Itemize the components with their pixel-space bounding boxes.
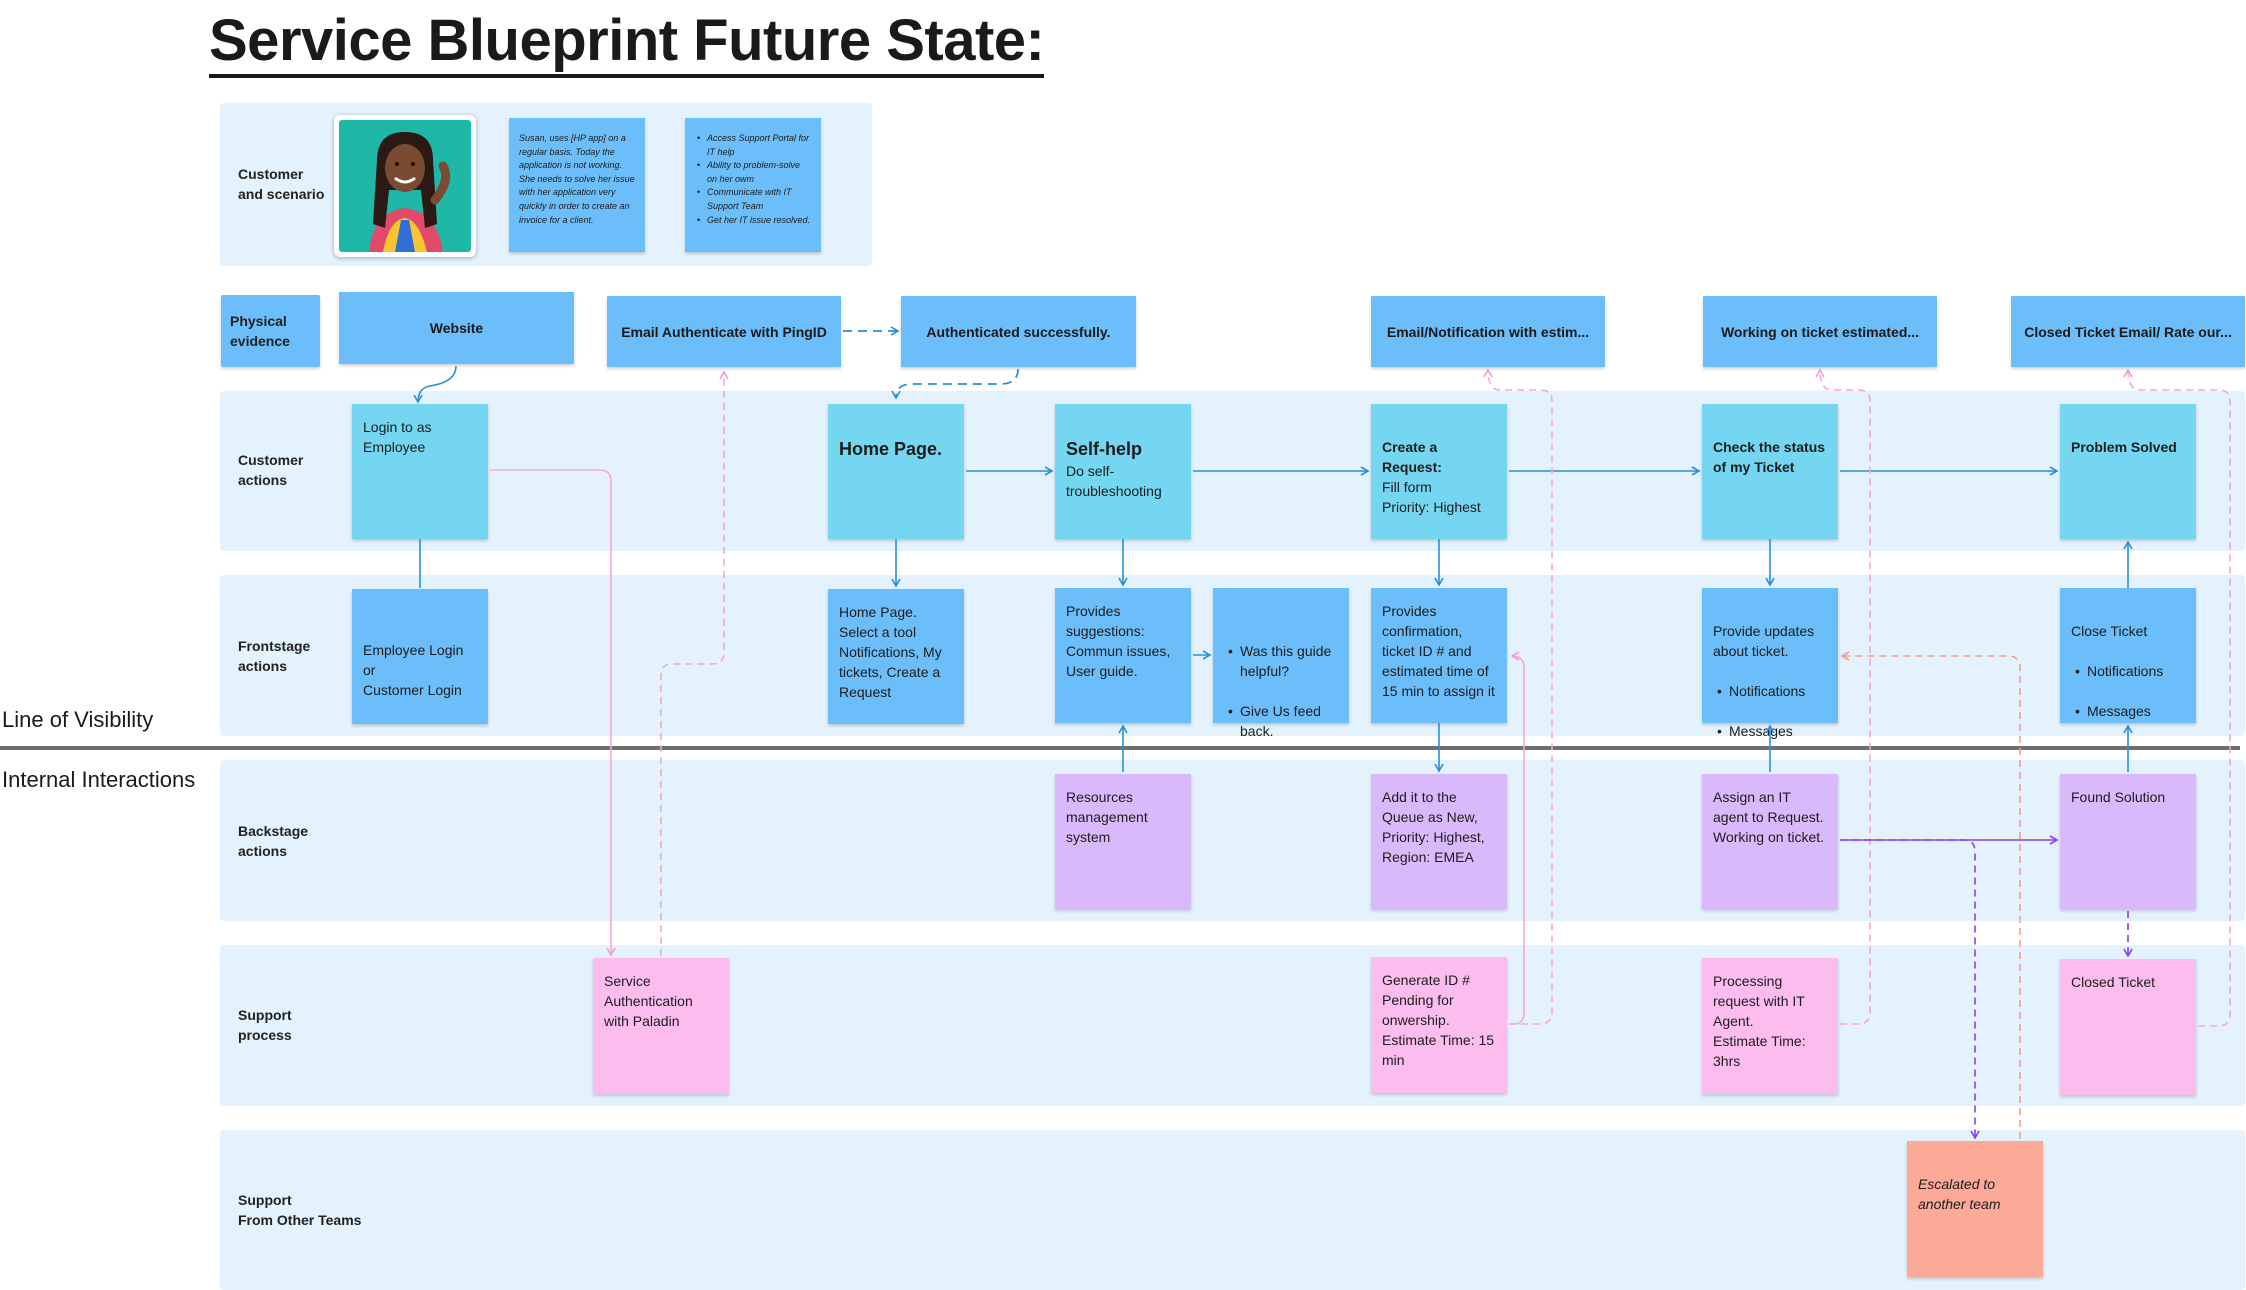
close-item: Notifications <box>2071 661 2185 681</box>
evidence-website: Website <box>339 292 574 364</box>
line-of-visibility-label: Line of Visibility <box>2 707 154 732</box>
evidence-email-auth: Email Authenticate with PingID <box>607 296 841 367</box>
evidence-closed-email: Closed Ticket Email/ Rate our... <box>2011 296 2245 367</box>
frontstage-updates-head: Provide updates about ticket. <box>1713 623 1815 659</box>
backstage-found-solution: Found Solution <box>2060 774 2196 909</box>
lane-label-customer-actions: Customer actions <box>238 452 304 488</box>
lane-label-other-teams: Support From Other Teams <box>238 1192 362 1228</box>
backstage-queue: Add it to the Queue as New, Priority: Hi… <box>1371 774 1507 909</box>
goal-item: Access Support Portal for IT help <box>695 132 811 159</box>
action-home-page: Home Page. <box>828 404 964 539</box>
action-create-request: Create a Request: Fill form Priority: Hig… <box>1371 404 1507 539</box>
update-item: Messages <box>1713 721 1827 741</box>
frontstage-guide-feedback: Was this guide helpful? Give Us feed bac… <box>1213 588 1349 739</box>
update-item: Notifications <box>1713 681 1827 701</box>
frontstage-close-head: Close Ticket <box>2071 623 2148 639</box>
guide-item: Was this guide helpful? <box>1224 641 1338 681</box>
action-self-help: Self-help Do self- troubleshooting <box>1055 404 1191 539</box>
frontstage-login: Employee Login or Customer Login <box>352 589 488 724</box>
scenario-story-text: Susan, uses [HP app] on a regular basis.… <box>519 133 635 225</box>
frontstage-suggestions: Provides suggestions: Commun issues, Use… <box>1055 588 1191 723</box>
action-selfhelp-head: Self-help <box>1066 439 1143 459</box>
frontstage-home: Home Page. Select a tool Notifications, … <box>828 589 964 724</box>
action-create-body: Fill form Priority: Highest <box>1382 479 1481 515</box>
action-check-status: Check the status of my Ticket <box>1702 404 1838 539</box>
other-escalated: Escalated to another team <box>1907 1141 2043 1277</box>
lane-support <box>220 945 2245 1106</box>
action-selfhelp-body: Do self- troubleshooting <box>1066 463 1162 499</box>
page-title: Service Blueprint Future State: <box>209 8 1045 78</box>
persona-photo <box>334 115 476 257</box>
goal-item: Ability to problem-solve on her owm <box>695 159 811 186</box>
internal-interactions-label: Internal Interactions <box>2 767 196 792</box>
lane-physical-label-bg <box>221 295 320 367</box>
support-generate-id: Generate ID # Pending for onwership. Est… <box>1371 957 1507 1093</box>
goal-item: Get her IT issue resolved. <box>695 214 811 228</box>
lane-customer-actions <box>220 391 2245 551</box>
lane-backstage <box>220 760 2245 921</box>
goal-item: Communicate with IT Support Team <box>695 186 811 213</box>
support-authentication: Service Authentication with Paladin <box>593 958 729 1094</box>
action-solved-head: Problem Solved <box>2071 439 2177 455</box>
frontstage-close-ticket: Close Ticket Notifications Messages <box>2060 588 2196 723</box>
action-home-head: Home Page. <box>839 439 943 459</box>
action-create-head: Create a Request: <box>1382 439 1442 475</box>
action-login: Login to as Employee <box>352 404 488 539</box>
scenario-story: Susan, uses [HP app] on a regular basis.… <box>509 118 645 252</box>
action-check-head: Check the status of my Ticket <box>1713 439 1826 475</box>
evidence-email-notification: Email/Notification with estim... <box>1371 296 1605 367</box>
support-processing: Processing request with IT Agent. Estima… <box>1702 958 1838 1094</box>
evidence-working-ticket: Working on ticket estimated... <box>1703 296 1937 367</box>
action-problem-solved: Problem Solved <box>2060 404 2196 539</box>
lane-label-backstage: Backstage actions <box>238 823 309 859</box>
lane-label-customer: Customer and scenario <box>238 166 325 202</box>
lane-label-support: Support process <box>238 1007 292 1043</box>
lane-label-frontstage: Frontstage actions <box>238 638 311 674</box>
frontstage-updates: Provide updates about ticket. Notificati… <box>1702 588 1838 741</box>
frontstage-login-text: Employee Login or Customer Login <box>363 642 464 698</box>
support-closed-ticket: Closed Ticket <box>2060 959 2196 1095</box>
frontstage-confirmation: Provides confirmation, ticket ID # and e… <box>1371 588 1507 723</box>
close-item: Messages <box>2071 701 2185 721</box>
persona-illustration <box>339 120 471 252</box>
other-escalated-text: Escalated to another team <box>1918 1176 2001 1212</box>
backstage-resources: Resources management system <box>1055 774 1191 909</box>
evidence-auth-success: Authenticated successfully. <box>901 296 1136 367</box>
line-of-visibility <box>0 746 2240 750</box>
backstage-assign-agent: Assign an IT agent to Request. Working o… <box>1702 774 1838 909</box>
lane-label-physical: Physical evidence <box>230 313 290 349</box>
scenario-goals: Access Support Portal for IT help Abilit… <box>685 118 821 252</box>
guide-item: Give Us feed back. <box>1224 701 1338 741</box>
